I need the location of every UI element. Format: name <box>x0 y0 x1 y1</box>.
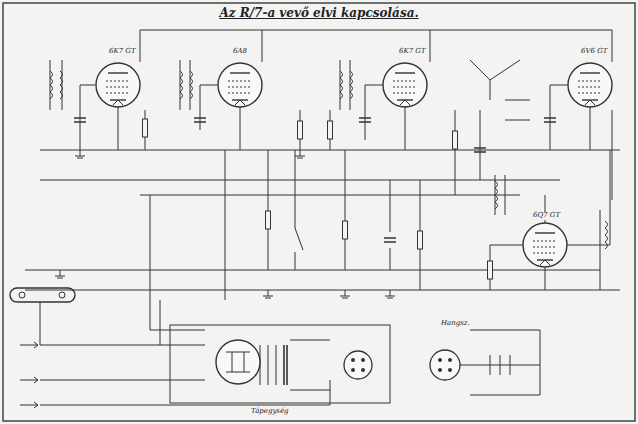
schematic-part <box>544 118 556 122</box>
schematic-part <box>118 107 590 150</box>
schematic-part <box>438 358 442 362</box>
schematic-part <box>470 60 520 100</box>
schematic-part <box>361 358 365 362</box>
schematic-part <box>488 261 493 279</box>
schematic-part <box>96 63 140 107</box>
schematic-part <box>344 351 372 379</box>
schematic-part <box>448 368 452 372</box>
schematic-part <box>383 63 427 107</box>
schematic-part <box>448 358 452 362</box>
schematic-part <box>490 150 610 290</box>
schematic-part <box>430 350 460 380</box>
component-label: 6A8 <box>232 48 248 56</box>
schematic-part <box>418 231 423 249</box>
schematic-part <box>495 181 498 209</box>
schematic-part <box>298 121 303 139</box>
component-label: Hangsz. <box>440 320 471 328</box>
diagram-title: Az R/7-a vevő elvi kapcsolása. <box>219 7 418 20</box>
schematic-part <box>495 175 505 215</box>
schematic-part <box>226 352 250 372</box>
schematic-part <box>55 270 65 278</box>
schematic-part <box>140 30 612 62</box>
schematic-part <box>25 150 620 290</box>
component-label: 6K7 GT <box>398 48 427 56</box>
schematic-part <box>351 358 355 362</box>
schematic-part <box>145 110 480 195</box>
schematic-part <box>340 290 350 298</box>
schematic-part <box>605 221 608 249</box>
schematic-part <box>143 119 148 137</box>
schematic-part <box>268 150 420 290</box>
schematic-part <box>490 355 510 375</box>
schematic-part <box>384 238 396 242</box>
component-label: 6Q7 GT <box>532 212 561 220</box>
schematic-part <box>295 228 303 250</box>
schematic-part <box>20 342 38 408</box>
schematic-part <box>385 290 395 298</box>
schematic-part <box>40 302 330 405</box>
schematic-part <box>19 292 25 298</box>
schematic-part <box>216 340 260 384</box>
schematic-part <box>170 325 390 403</box>
schematic-part <box>50 71 53 99</box>
schematic-part <box>600 110 612 290</box>
schematic-part <box>150 150 225 345</box>
frame <box>3 3 635 421</box>
component-label: 6V6 GT <box>580 48 608 56</box>
schematic-part <box>60 71 63 99</box>
schematic-part <box>260 345 276 385</box>
schematic-part <box>340 71 343 99</box>
schematic-part <box>59 292 65 298</box>
schematic-part <box>361 368 365 372</box>
schematic-part <box>474 148 486 152</box>
component-label: Tápegység <box>250 408 290 416</box>
schematic-part <box>453 131 458 149</box>
schematic-part <box>140 30 612 31</box>
schematic-part <box>351 368 355 372</box>
schematic-part <box>460 330 540 395</box>
schematic-part <box>80 85 568 86</box>
schematic-part <box>568 63 612 107</box>
components <box>10 63 612 408</box>
schematic-part <box>284 345 287 385</box>
schematic-part <box>190 71 193 99</box>
schematic-part <box>350 71 353 99</box>
schematic-part <box>75 150 85 158</box>
schematic-part <box>3 3 635 421</box>
schematic-part <box>290 340 330 390</box>
schematic-part <box>438 368 442 372</box>
schematic-part <box>523 223 567 267</box>
wires <box>25 30 620 405</box>
component-label: 6K7 GT <box>108 48 137 56</box>
schematic-part <box>194 118 206 122</box>
schematic-part <box>295 150 305 158</box>
schematic-part <box>359 118 371 122</box>
schematic-part <box>218 63 262 107</box>
schematic-part <box>180 71 183 99</box>
schematic-part <box>10 288 75 302</box>
schematic-part <box>505 100 530 120</box>
schematic-part <box>263 290 273 298</box>
schematic-part <box>266 211 271 229</box>
schematic-part <box>74 118 86 122</box>
schematic-part <box>328 121 333 139</box>
schematic-part <box>343 221 348 239</box>
